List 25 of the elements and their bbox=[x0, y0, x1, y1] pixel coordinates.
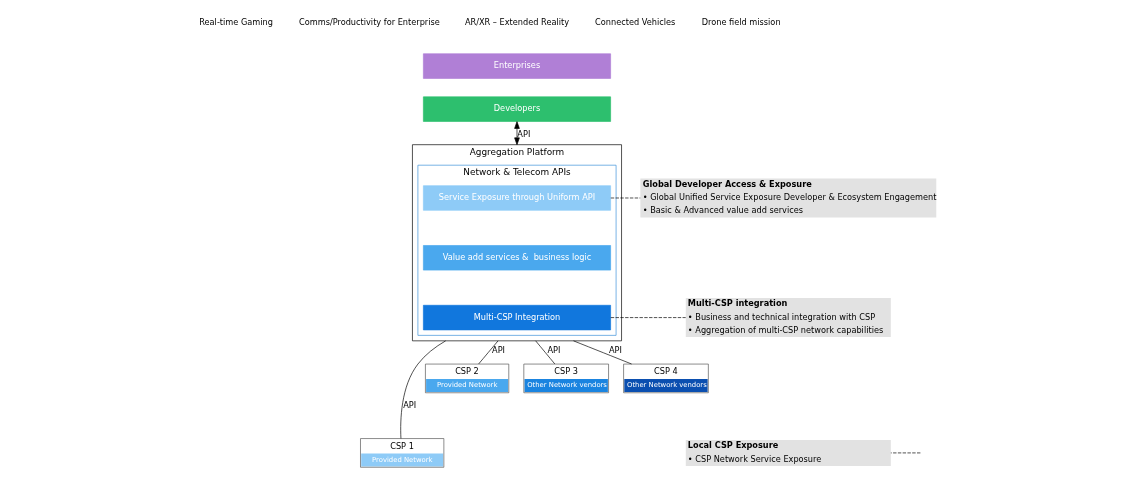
connector bbox=[478, 340, 499, 365]
edge-label: API bbox=[547, 344, 561, 355]
label: AR/XR – Extended Reality bbox=[464, 17, 570, 28]
node-box: Enterprises bbox=[423, 53, 611, 79]
node-box: Local CSP Exposure • CSP Network Service Exposure bbox=[685, 439, 891, 466]
label: Real-time Gaming bbox=[199, 17, 273, 28]
node-box: Multi-CSP integration • Business and technical integration with CSP • Aggregation of multi-CSP network capabilities bbox=[685, 298, 891, 338]
label: Drone field mission bbox=[701, 17, 781, 28]
connector bbox=[573, 340, 632, 365]
connector bbox=[535, 340, 556, 365]
edge-label: API bbox=[608, 344, 622, 355]
node-box: Multi-CSP Integration bbox=[423, 304, 611, 331]
node-box: Global Developer Access & Exposure • Global Unified Service Exposure Developer & Ecosystem Engagement • Basic & Advanced value add services bbox=[640, 178, 937, 218]
connector bbox=[400, 340, 446, 439]
node-box: Developers bbox=[423, 96, 611, 122]
connector bbox=[610, 317, 686, 318]
label: Connected Vehicles bbox=[595, 17, 676, 28]
connector bbox=[610, 197, 641, 199]
node-box: Service Exposure through Uniform API bbox=[423, 185, 611, 211]
edge-label: API bbox=[403, 400, 417, 411]
arrow bbox=[514, 121, 520, 146]
edge-label: API bbox=[517, 128, 531, 139]
label: Comms/Productivity for Enterprise bbox=[298, 17, 440, 28]
node-box: Value add services & business logic bbox=[423, 245, 611, 271]
edge-label: API bbox=[492, 344, 506, 355]
